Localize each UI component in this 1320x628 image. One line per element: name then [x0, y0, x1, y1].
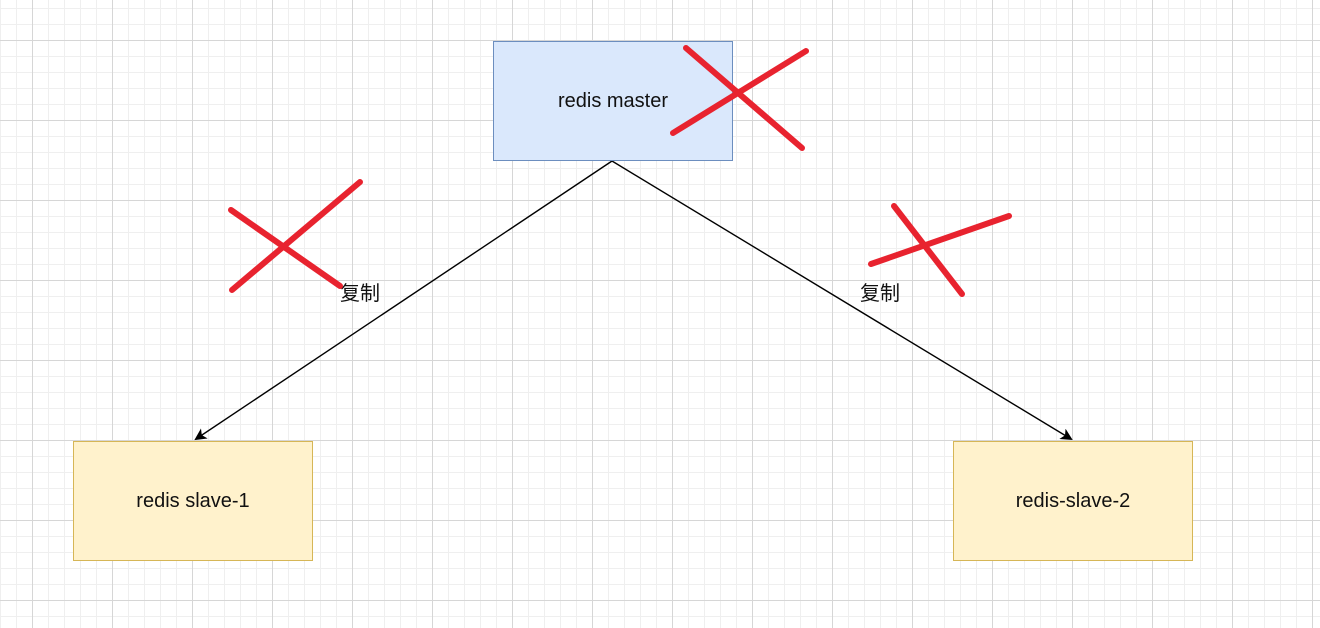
- edge-label-replicate-1: 复制: [340, 281, 380, 305]
- edge-master-to-slave-2[interactable]: [611, 160, 1073, 441]
- node-redis-slave-2[interactable]: redis-slave-2: [953, 441, 1193, 561]
- node-label-slave-1: redis slave-1: [136, 489, 250, 512]
- node-label-slave-2: redis-slave-2: [1015, 489, 1131, 512]
- node-redis-slave-1[interactable]: redis slave-1: [73, 441, 313, 561]
- edge-label-replicate-2: 复制: [860, 281, 900, 305]
- node-label-master: redis master: [557, 89, 669, 112]
- node-redis-master[interactable]: redis master: [493, 41, 733, 161]
- edge-master-to-slave-1[interactable]: [194, 160, 613, 441]
